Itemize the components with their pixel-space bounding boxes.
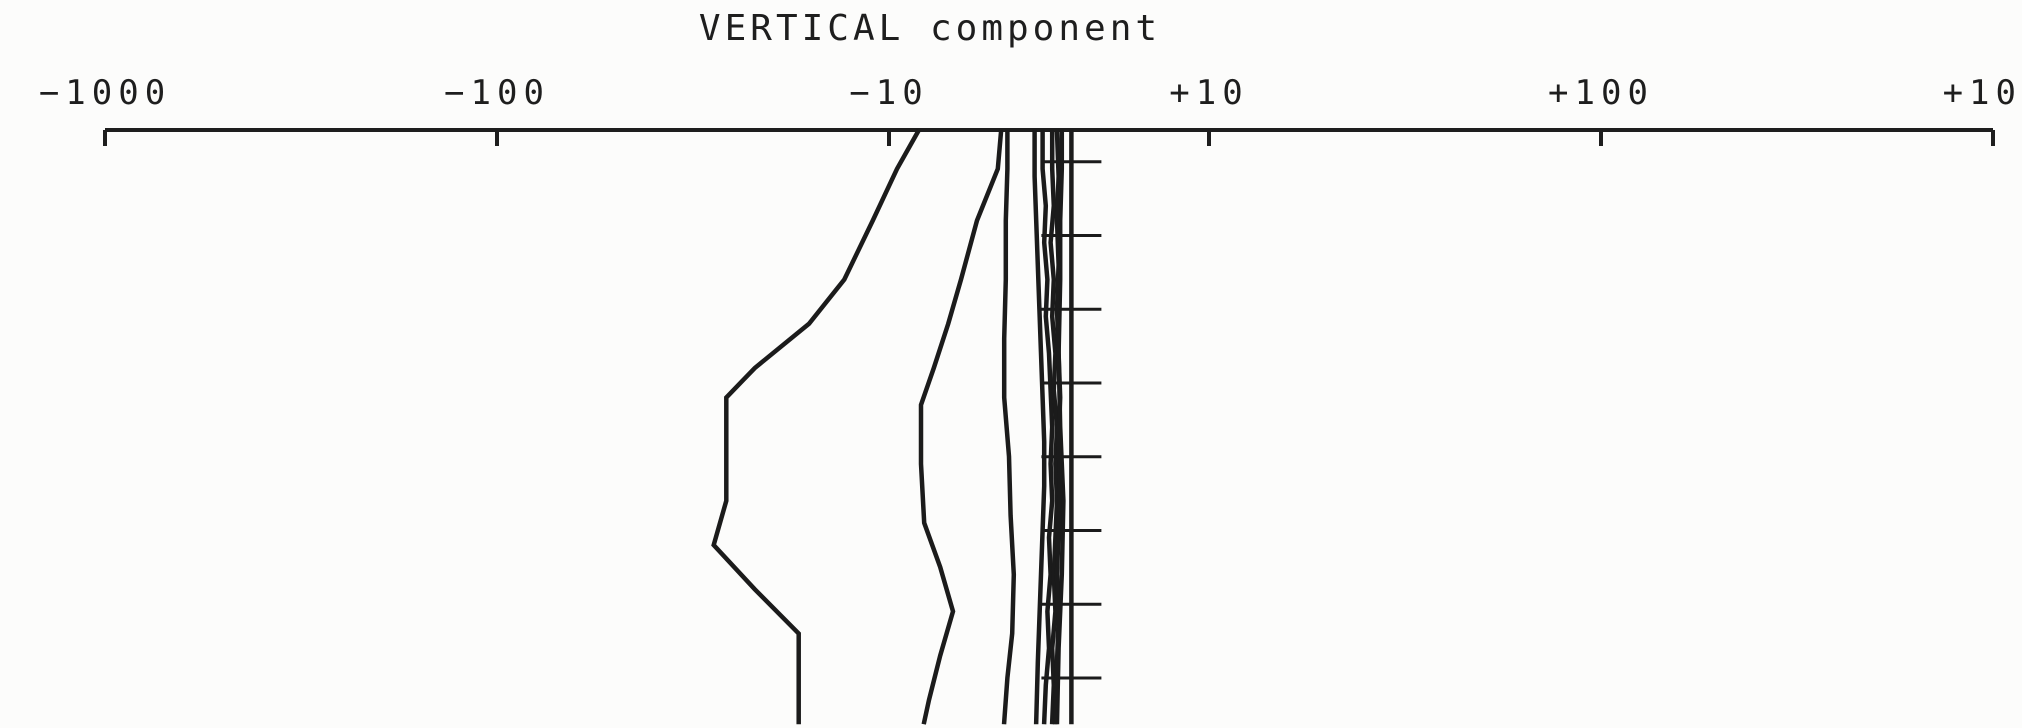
x-tick-label: +10	[1169, 73, 1248, 113]
profile-line-6	[1040, 129, 1055, 725]
x-tick-label: +100	[1548, 73, 1654, 113]
profile-line-2	[918, 129, 1004, 725]
profile-line-5	[1032, 129, 1047, 725]
x-tick-label: −10	[849, 73, 928, 113]
x-axis: −1000 −100 −10 +10 +100 +10	[39, 73, 2022, 146]
chart-title: VERTICAL component	[699, 8, 1161, 49]
x-tick-label: −1000	[39, 73, 171, 113]
profile-line-3	[1001, 129, 1017, 725]
x-tick-label: +10	[1943, 73, 2022, 113]
profile-line-1	[711, 128, 921, 725]
series-group	[711, 128, 1074, 725]
x-tick-label: −100	[444, 73, 550, 113]
profile-line-8	[1053, 129, 1063, 725]
